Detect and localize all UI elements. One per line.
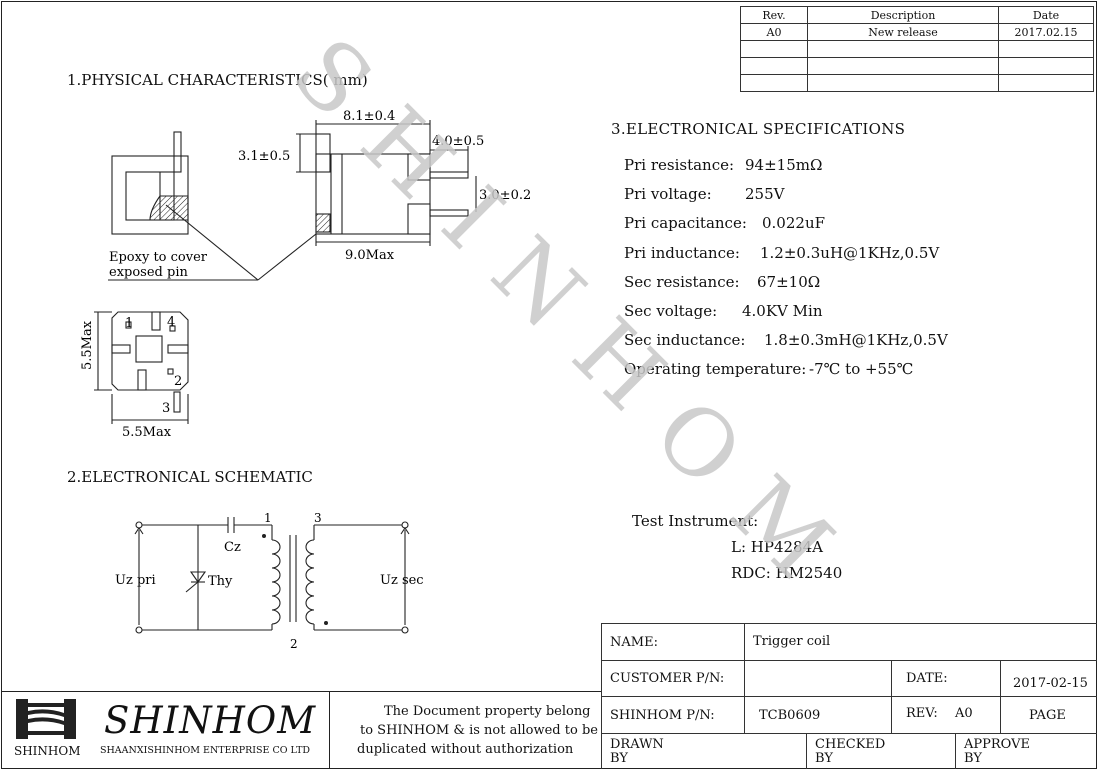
spec-label: Pri inductance: bbox=[624, 243, 740, 262]
table-row bbox=[740, 57, 1094, 75]
revision-header-row: Rev. Description Date bbox=[740, 6, 1094, 24]
logo-caption: SHINHOM bbox=[14, 744, 81, 758]
schematic-pin-3: 3 bbox=[314, 511, 322, 525]
section-schematic-title: 2.ELECTRONICAL SCHEMATIC bbox=[67, 468, 313, 486]
checked-by: CHECKED BY bbox=[806, 733, 955, 769]
table-row bbox=[740, 40, 1094, 58]
name-label: NAME: bbox=[601, 623, 744, 660]
title-block: NAME: Trigger coil CUSTOMER P/N: DATE: 2… bbox=[601, 623, 1097, 769]
spec-value: 255V bbox=[745, 185, 785, 204]
company-block bbox=[1, 691, 601, 769]
thy-label: Thy bbox=[208, 574, 233, 589]
spec-label: Sec inductance: bbox=[624, 331, 746, 350]
dim-footprint-width: 5.5Max bbox=[122, 425, 172, 440]
page-label: PAGE bbox=[1000, 696, 1097, 733]
schematic-diagram: Uz pri Uz sec Cz Thy 1 2 3 bbox=[115, 511, 424, 651]
uz-sec-label: Uz sec bbox=[380, 573, 424, 588]
date-value: 2017-02-15 bbox=[1000, 660, 1097, 696]
description-cell bbox=[807, 74, 999, 92]
test-instrument-rdc: RDC: HM2540 bbox=[731, 564, 843, 582]
pin-2-label: 2 bbox=[174, 374, 182, 389]
physical-drawing: 8.1±0.4 4.0±0.5 3.1±0.5 3.0±0.2 9.0Max E… bbox=[80, 109, 531, 440]
table-row bbox=[740, 74, 1094, 92]
spec-label: Sec voltage: bbox=[624, 302, 718, 320]
spec-label: Pri capacitance: bbox=[624, 214, 747, 233]
section-physical-title: 1.PHYSICAL CHARACTERISTICS( mm) bbox=[67, 71, 368, 89]
epoxy-note-line2: exposed pin bbox=[109, 265, 188, 280]
dim-height: 3.1±0.5 bbox=[238, 149, 290, 164]
company-full-name: SHAANXISHINHOM ENTERPRISE CO LTD bbox=[100, 745, 311, 756]
description-cell bbox=[807, 40, 999, 58]
description-cell bbox=[807, 57, 999, 75]
polarity-dot bbox=[262, 534, 266, 538]
rev-cell bbox=[740, 57, 808, 75]
epoxy-note-line1: Epoxy to cover bbox=[109, 250, 208, 265]
rev-cell bbox=[740, 40, 808, 58]
shinhom-pn-value: TCB0609 bbox=[744, 696, 891, 733]
customer-pn-value bbox=[744, 660, 891, 696]
description-header: Description bbox=[807, 6, 999, 24]
date-label: DATE: bbox=[891, 660, 1000, 696]
approve-by: APPROVE BY bbox=[955, 733, 1097, 769]
date-cell bbox=[998, 40, 1094, 58]
spec-value: 1.8±0.3mH@1KHz,0.5V bbox=[764, 331, 948, 350]
dim-pin-length: 4.0±0.5 bbox=[432, 134, 484, 149]
table-row: A0 New release 2017.02.15 bbox=[740, 23, 1094, 41]
rev-header: Rev. bbox=[740, 6, 808, 24]
date-cell bbox=[998, 74, 1094, 92]
schematic-pin-2: 2 bbox=[290, 637, 298, 651]
spec-label: Operating temperature: bbox=[624, 360, 807, 379]
schematic-pin-1: 1 bbox=[264, 511, 272, 525]
notice-line-2: to SHINHOM & is not allowed to be bbox=[360, 723, 598, 738]
spec-value: 67±10Ω bbox=[757, 272, 821, 291]
pin-4-label: 4 bbox=[167, 315, 175, 330]
company-logo-icon bbox=[16, 699, 76, 739]
dim-body-length: 9.0Max bbox=[345, 248, 395, 263]
company-name: SHINHOM bbox=[104, 699, 317, 742]
rev-cell: A0 bbox=[740, 23, 808, 41]
drawn-by: DRAWN BY bbox=[601, 733, 806, 769]
notice-line-1: The Document property belong bbox=[384, 704, 591, 719]
dim-footprint-height: 5.5Max bbox=[80, 320, 95, 370]
name-value: Trigger coil bbox=[744, 623, 1097, 660]
spec-value: -7℃ to +55℃ bbox=[809, 360, 914, 379]
date-cell: 2017.02.15 bbox=[998, 23, 1094, 41]
rev-value: A0 bbox=[941, 696, 1000, 733]
date-header: Date bbox=[998, 6, 1094, 24]
customer-pn-label: CUSTOMER P/N: bbox=[601, 660, 744, 696]
section-specs-title: 3.ELECTRONICAL SPECIFICATIONS bbox=[611, 120, 906, 138]
spec-label: Pri voltage: bbox=[624, 185, 712, 204]
cz-label: Cz bbox=[224, 540, 241, 555]
pin-1-label: 1 bbox=[125, 316, 133, 331]
test-instrument-l: L: HP4284A bbox=[731, 538, 823, 556]
spec-value: 1.2±0.3uH@1KHz,0.5V bbox=[760, 243, 940, 262]
spec-value: 4.0KV Min bbox=[742, 302, 823, 320]
date-cell bbox=[998, 57, 1094, 75]
spec-label: Pri resistance: bbox=[624, 156, 735, 174]
uz-pri-label: Uz pri bbox=[115, 573, 156, 588]
pin-3-label: 3 bbox=[162, 401, 170, 416]
spec-label: Sec resistance: bbox=[624, 272, 740, 291]
side-view bbox=[108, 131, 259, 281]
shinhom-pn-label: SHINHOM P/N: bbox=[601, 696, 744, 733]
top-view bbox=[257, 120, 477, 281]
polarity-dot bbox=[324, 621, 328, 625]
revision-table: Rev. Description Date A0 New release 201… bbox=[740, 6, 1094, 92]
test-instrument-title: Test Instrument: bbox=[632, 512, 759, 530]
rev-cell bbox=[740, 74, 808, 92]
dim-pin-pitch: 3.0±0.2 bbox=[479, 188, 531, 203]
rev-label: REV: bbox=[891, 696, 941, 733]
footprint-view bbox=[94, 311, 189, 424]
dim-top-width: 8.1±0.4 bbox=[343, 109, 395, 124]
notice-line-3: duplicated without authorization bbox=[357, 742, 574, 757]
description-cell: New release bbox=[807, 23, 999, 41]
spec-value: 0.022uF bbox=[762, 214, 826, 233]
divider bbox=[329, 691, 330, 769]
spec-value: 94±15mΩ bbox=[745, 156, 823, 174]
